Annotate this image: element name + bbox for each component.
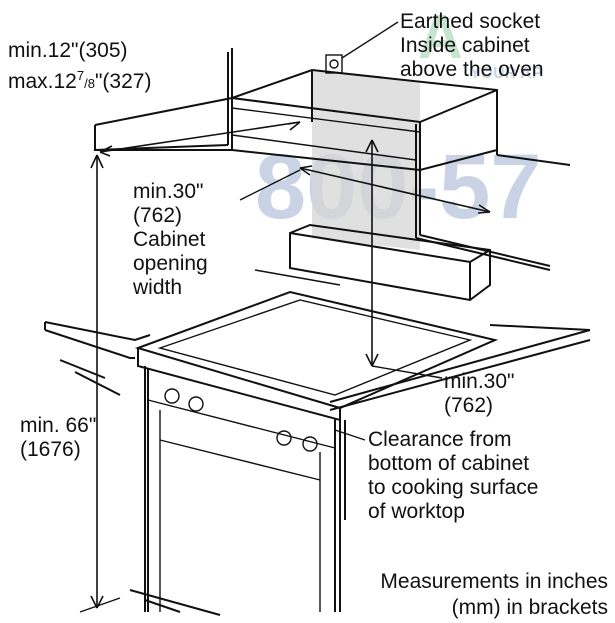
width-label-line-5: width — [132, 276, 182, 299]
watermark-tagline: YOUR AP — [470, 65, 543, 82]
earthed-socket — [325, 21, 399, 74]
knob-icon — [188, 396, 204, 412]
labels: Earthed socket Inside cabinet above the … — [8, 10, 608, 619]
leader-lines — [254, 269, 366, 441]
height-dimension — [79, 154, 121, 613]
width-label-line-3: Cabinet — [133, 228, 206, 251]
knob-icon — [276, 430, 292, 446]
socket-label-line-3: above the oven — [400, 58, 544, 81]
width-label-line-1: min.30" — [133, 180, 204, 203]
watermark-letter: A — [418, 3, 463, 72]
depth-dimension — [99, 121, 301, 157]
width-label-line-2: (762) — [133, 204, 182, 227]
height-label-line-2: (1676) — [20, 438, 81, 461]
width-dimension — [239, 165, 491, 214]
units-note-line-1: Measurements in inches — [380, 570, 608, 593]
depth-min-label: min.12"(305) — [8, 39, 128, 62]
clearance-desc-line-1: Clearance from — [368, 428, 512, 451]
width-label-line-4: opening — [133, 252, 208, 275]
knob-icon — [164, 388, 180, 404]
knob-icon — [302, 436, 318, 452]
clearance-desc-line-4: of worktop — [368, 500, 465, 523]
clearance-desc-line-2: bottom of cabinet — [368, 452, 529, 475]
units-note-line-2: (mm) in brackets — [452, 596, 608, 619]
range — [129, 223, 499, 616]
height-label-line-1: min. 66" — [20, 414, 96, 437]
depth-max-label: max.127/8"(327) — [8, 68, 151, 93]
clearance-dimension — [365, 139, 443, 379]
worktop-right — [329, 324, 591, 520]
worktop-left — [44, 321, 151, 396]
shaded-wall-area — [312, 70, 420, 250]
clearance-desc-line-3: to cooking surface — [368, 476, 538, 499]
clearance-value-line-2: (762) — [444, 394, 493, 417]
socket-label-line-1: Earthed socket — [400, 10, 540, 33]
socket-label-line-2: Inside cabinet — [400, 34, 530, 57]
clearance-value-line-1: min.30" — [444, 370, 515, 393]
